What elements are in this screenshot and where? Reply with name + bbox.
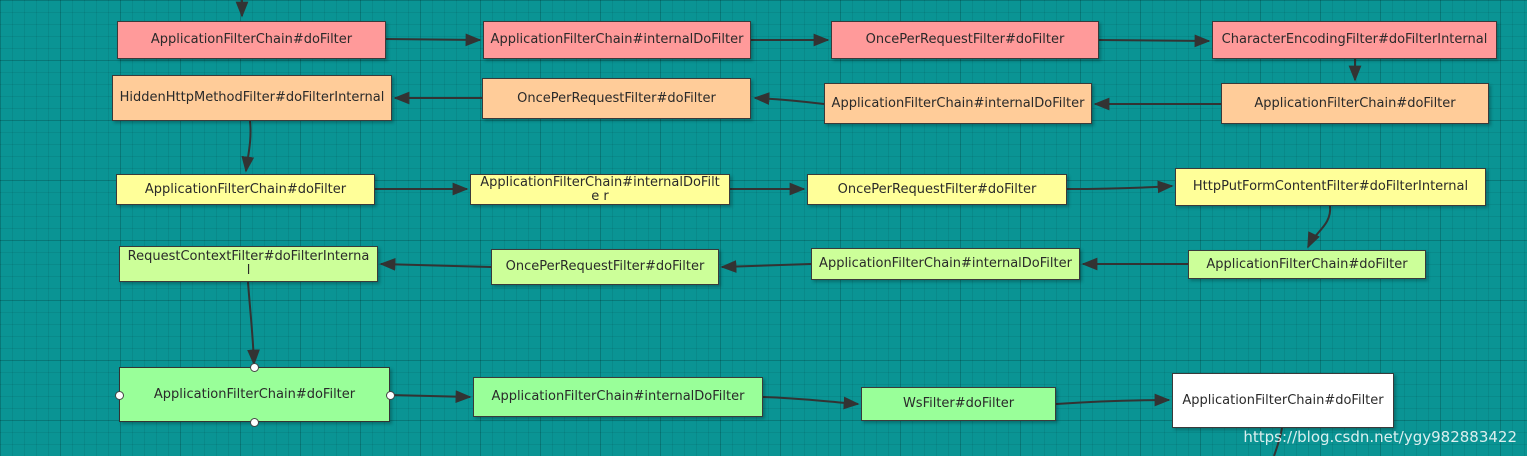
edge-18-19	[762, 396, 860, 410]
node-13-label: ApplicationFilterChain#doFilter	[1206, 256, 1408, 272]
node-17-selected[interactable]: ApplicationFilterChain#doFilter	[119, 367, 390, 422]
edge-3-4	[1098, 34, 1211, 48]
node-6[interactable]: ApplicationFilterChain#internalDoFilter	[824, 83, 1092, 124]
node-8[interactable]: HiddenHttpMethodFilter#doFilterInternal	[112, 75, 392, 121]
node-7[interactable]: OncePerRequestFilter#doFilter	[482, 78, 751, 119]
node-18-label: ApplicationFilterChain#internalDoFilter	[491, 389, 745, 404]
node-14[interactable]: ApplicationFilterChain#internalDoFilter	[811, 248, 1080, 280]
edge-19-20	[1055, 393, 1171, 407]
resize-handle-bottom[interactable]	[250, 418, 259, 427]
edge-8-9	[241, 120, 255, 173]
node-17-label: ApplicationFilterChain#doFilter	[153, 386, 356, 402]
node-14-label: ApplicationFilterChain#internalDoFilter	[819, 256, 1072, 271]
edge-outgoing	[1273, 427, 1283, 456]
node-7-label: OncePerRequestFilter#doFilter	[517, 90, 716, 106]
edge-6-7	[753, 92, 825, 105]
resize-handle-top[interactable]	[250, 363, 259, 372]
node-15[interactable]: OncePerRequestFilter#doFilter	[491, 249, 719, 285]
node-15-label: OncePerRequestFilter#doFilter	[505, 259, 705, 274]
node-4[interactable]: CharacterEncodingFilter#doFilterInternal	[1212, 21, 1497, 59]
node-9[interactable]: ApplicationFilterChain#doFilter	[116, 174, 375, 205]
node-1-label: ApplicationFilterChain#doFilter	[150, 32, 353, 47]
node-19-label: WsFilter#doFilter	[902, 396, 1015, 411]
edge-15-16	[379, 257, 492, 271]
node-3[interactable]: OncePerRequestFilter#doFilter	[831, 21, 1099, 59]
node-10-label: ApplicationFilterChain#internalDoFilte r	[480, 174, 720, 204]
edge-11-12	[1066, 180, 1174, 194]
node-18[interactable]: ApplicationFilterChain#internalDoFilter	[473, 377, 763, 417]
edge-14-15	[720, 260, 812, 273]
node-2[interactable]: ApplicationFilterChain#internalDoFilter	[483, 21, 751, 59]
edge-1-2	[385, 33, 482, 47]
node-16-label: RequestContextFilter#doFilterInternal	[127, 249, 370, 278]
node-12[interactable]: HttpPutFormContentFilter#doFilterInterna…	[1175, 168, 1486, 206]
node-11-label: OncePerRequestFilter#doFilter	[837, 181, 1037, 197]
node-1[interactable]: ApplicationFilterChain#doFilter	[117, 21, 386, 59]
node-3-label: OncePerRequestFilter#doFilter	[865, 32, 1065, 47]
node-8-label: HiddenHttpMethodFilter#doFilterInternal	[119, 90, 385, 105]
edge-16-17	[247, 281, 260, 366]
node-19[interactable]: WsFilter#doFilter	[861, 387, 1056, 421]
node-9-label: ApplicationFilterChain#doFilter	[144, 181, 347, 197]
node-13[interactable]: ApplicationFilterChain#doFilter	[1188, 250, 1426, 279]
node-5-label: ApplicationFilterChain#doFilter	[1254, 95, 1456, 111]
node-12-label: HttpPutFormContentFilter#doFilterInterna…	[1192, 179, 1469, 194]
node-4-label: CharacterEncodingFilter#doFilterInternal	[1221, 32, 1488, 47]
resize-handle-left[interactable]	[115, 391, 124, 400]
edge-17-18	[389, 390, 472, 404]
node-2-label: ApplicationFilterChain#internalDoFilter	[490, 32, 744, 47]
node-11[interactable]: OncePerRequestFilter#doFilter	[807, 174, 1067, 205]
node-6-label: ApplicationFilterChain#internalDoFilter	[831, 95, 1085, 111]
resize-handle-right[interactable]	[386, 391, 395, 400]
edge-12-13	[1307, 205, 1332, 249]
node-20[interactable]: ApplicationFilterChain#doFilter	[1172, 373, 1394, 428]
watermark-url: https://blog.csdn.net/ygy982883422	[1243, 428, 1517, 446]
node-16[interactable]: RequestContextFilter#doFilterInternal	[119, 246, 378, 282]
node-20-label: ApplicationFilterChain#doFilter	[1182, 392, 1384, 408]
node-10[interactable]: ApplicationFilterChain#internalDoFilte r	[470, 174, 730, 205]
node-5[interactable]: ApplicationFilterChain#doFilter	[1221, 83, 1489, 124]
